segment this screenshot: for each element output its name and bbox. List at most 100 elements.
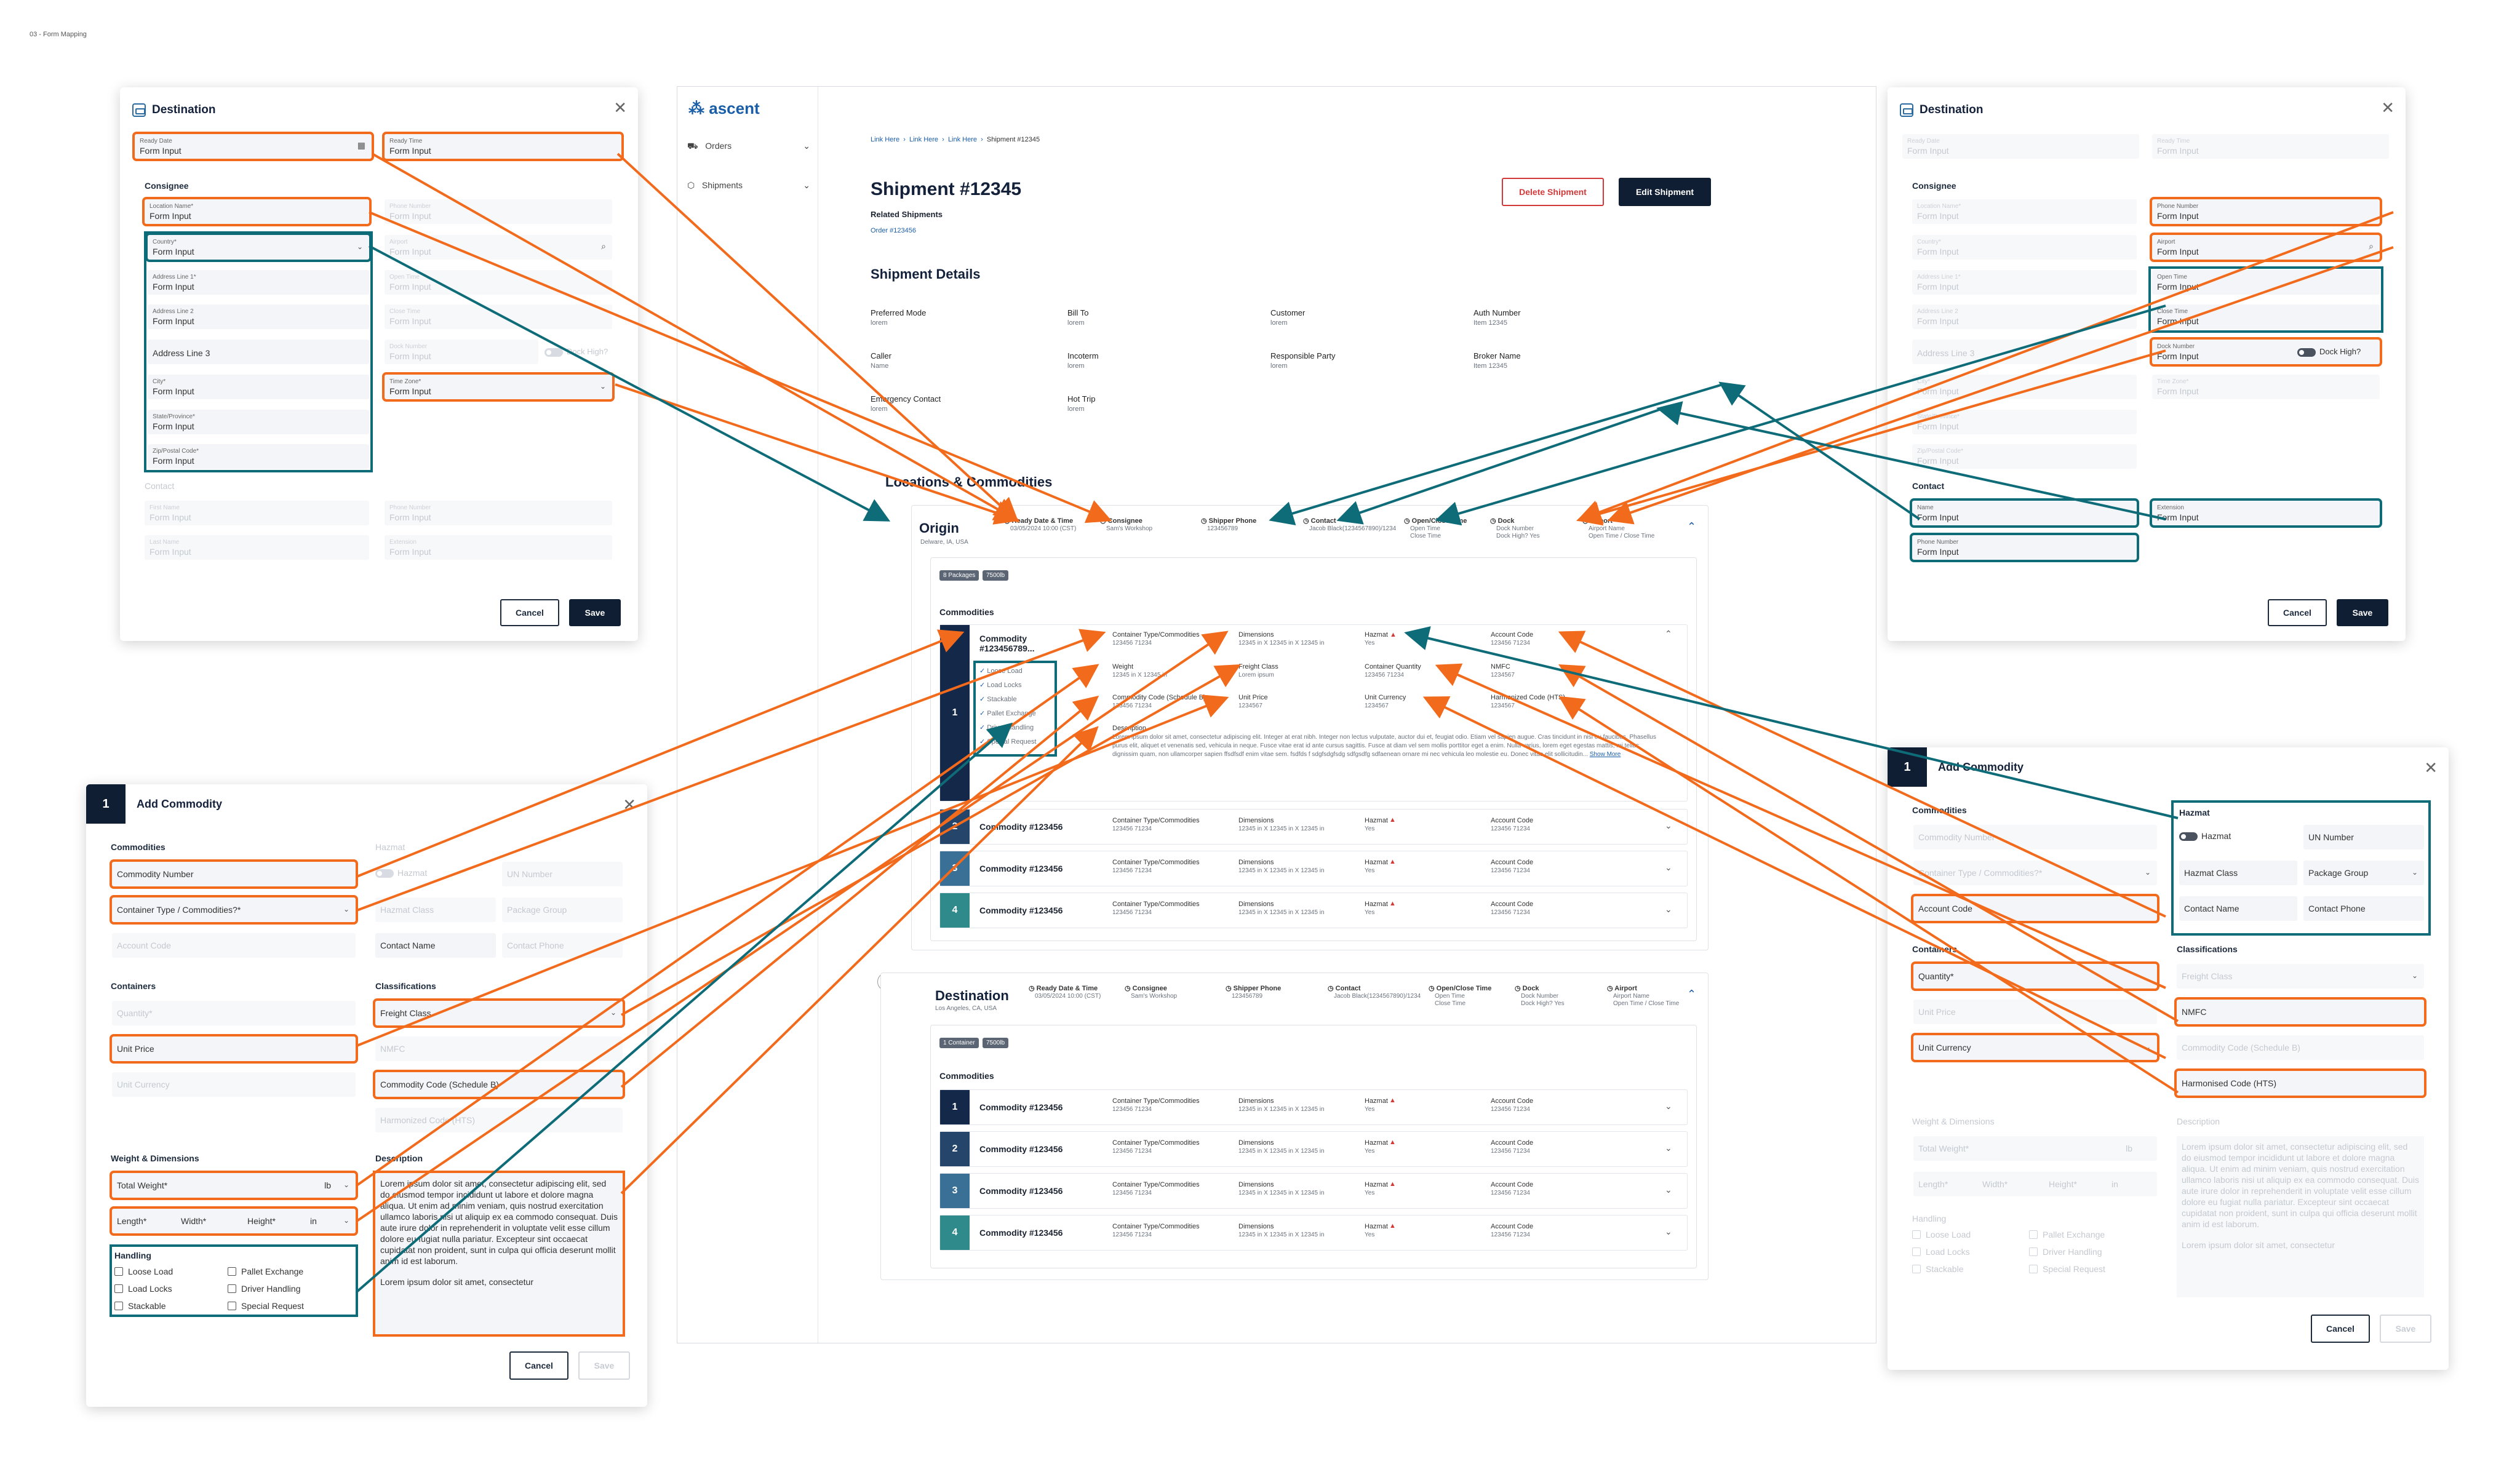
description-field[interactable]: Lorem ipsum dolor sit amet, consectetur … xyxy=(373,1171,625,1337)
loose-load-checkbox[interactable]: Loose Load xyxy=(1912,1230,1971,1239)
driver-handling-checkbox[interactable]: Driver Handling xyxy=(228,1284,300,1294)
nmfc-field[interactable]: NMFC xyxy=(2174,997,2426,1027)
contact-phone-field[interactable]: Contact Phone xyxy=(2303,896,2424,921)
unit-price-field[interactable]: Unit Price xyxy=(1913,1000,2157,1024)
quantity-field[interactable]: Quantity* xyxy=(1911,961,2159,991)
state-field[interactable]: State/Province*Form Input xyxy=(1912,410,2137,434)
dock-high-toggle[interactable]: Dock High? xyxy=(544,347,608,357)
cancel-button[interactable]: Cancel xyxy=(509,1351,568,1380)
collapse-chevron-icon[interactable]: ⌃ xyxy=(1665,629,1672,639)
hazmat-class-field[interactable]: Hazmat Class xyxy=(375,897,496,922)
country-field[interactable]: Country*Form Input⌄ xyxy=(145,233,372,262)
show-more-link[interactable]: Show More xyxy=(1589,751,1621,758)
unit-currency-field[interactable]: Unit Currency⌄ xyxy=(1911,1033,2159,1062)
unit-currency-field[interactable]: Unit Currency xyxy=(112,1072,356,1097)
zip-field[interactable]: Zip/Postal Code*Form Input xyxy=(1912,444,2137,469)
freight-class-field[interactable]: Freight Class⌄ xyxy=(2177,964,2424,989)
commodity-number-field[interactable]: Commodity Number xyxy=(110,859,358,889)
container-type-field[interactable]: Container Type / Commodities?*⌄ xyxy=(110,895,358,925)
address-line-1-field[interactable]: Address Line 1*Form Input xyxy=(1912,270,2137,295)
collapse-chevron-icon[interactable]: ⌃ xyxy=(1687,988,1697,1000)
chevron-down-icon[interactable]: ⌄ xyxy=(1665,821,1672,830)
breadcrumb-link[interactable]: Link Here xyxy=(871,136,900,143)
load-locks-checkbox[interactable]: Load Locks xyxy=(114,1284,172,1294)
container-type-field[interactable]: Container Type / Commodities?*⌄ xyxy=(1913,861,2157,885)
unit-price-field[interactable]: Unit Price xyxy=(110,1034,358,1064)
freight-class-field[interactable]: Freight Class⌄ xyxy=(373,998,625,1028)
contact-name-field[interactable]: Contact Name xyxy=(2179,896,2297,921)
state-field[interactable]: State/Province*Form Input xyxy=(148,410,369,434)
chevron-down-icon[interactable]: ⌄ xyxy=(1665,862,1672,872)
hazmat-toggle[interactable]: Hazmat xyxy=(2179,831,2231,841)
quantity-field[interactable]: Quantity* xyxy=(112,1001,356,1025)
total-weight-field[interactable]: Total Weight*lb xyxy=(1913,1136,2157,1161)
zip-field[interactable]: Zip/Postal Code*Form Input xyxy=(148,444,369,469)
sidebar-item-shipments[interactable]: ⬡ Shipments⌄ xyxy=(687,180,810,190)
chevron-down-icon[interactable]: ⌄ xyxy=(1665,1227,1672,1236)
edit-shipment-button[interactable]: Edit Shipment xyxy=(1619,178,1711,206)
pallet-exchange-checkbox[interactable]: Pallet Exchange xyxy=(228,1267,303,1276)
cancel-button[interactable]: Cancel xyxy=(500,599,559,626)
driver-handling-checkbox[interactable]: Driver Handling xyxy=(2029,1247,2102,1257)
chevron-down-icon[interactable]: ⌄ xyxy=(1665,1143,1672,1153)
commodity-number-field[interactable]: Commodity Number xyxy=(1913,825,2157,849)
hazmat-class-field[interactable]: Hazmat Class xyxy=(2179,861,2297,885)
package-group-field[interactable]: Package Group⌄ xyxy=(2303,861,2424,885)
address-line-3-field[interactable]: Address Line 3 xyxy=(1912,340,2137,364)
commodity-code-field[interactable]: Commodity Code (Schedule B) xyxy=(373,1070,625,1099)
commodity-row-expanded[interactable]: 1 Commodity #123456789... ✓ Loose Load✓ … xyxy=(939,624,1688,802)
dock-high-toggle[interactable]: Dock High? xyxy=(2297,347,2361,357)
load-locks-checkbox[interactable]: Load Locks xyxy=(1912,1247,1970,1257)
close-icon[interactable]: ✕ xyxy=(2381,98,2394,117)
address-line-3-field[interactable]: Address Line 3 xyxy=(148,340,369,364)
total-weight-field[interactable]: Total Weight*lb⌄ xyxy=(110,1171,358,1200)
address-line-1-field[interactable]: Address Line 1*Form Input xyxy=(148,270,369,295)
stackable-checkbox[interactable]: Stackable xyxy=(114,1301,165,1311)
location-name-field[interactable]: Location Name*Form Input xyxy=(142,197,372,226)
city-field[interactable]: City*Form Input xyxy=(1912,375,2137,399)
description-field[interactable]: Lorem ipsum dolor sit amet, consectetur … xyxy=(2177,1136,2424,1297)
location-name-field[interactable]: Location Name*Form Input xyxy=(1912,199,2137,224)
account-code-field[interactable]: Account Code xyxy=(112,933,356,958)
cancel-button[interactable]: Cancel xyxy=(2268,599,2327,626)
save-button[interactable]: Save xyxy=(2337,599,2388,626)
save-button[interactable]: Save xyxy=(569,599,621,626)
contact-phone-field[interactable]: Contact Phone xyxy=(502,933,623,958)
close-icon[interactable]: ✕ xyxy=(2424,758,2438,777)
chevron-down-icon[interactable]: ⌄ xyxy=(1665,1101,1672,1111)
country-field[interactable]: Country*Form Input xyxy=(1912,235,2137,260)
commodity-code-field[interactable]: Commodity Code (Schedule B) xyxy=(2177,1035,2424,1060)
collapse-chevron-icon[interactable]: ⌃ xyxy=(1687,520,1697,533)
time-zone-field[interactable]: Time Zone*Form Input⌄ xyxy=(382,372,615,402)
chevron-down-icon[interactable]: ⌄ xyxy=(1665,904,1672,914)
breadcrumb-link[interactable]: Link Here xyxy=(947,136,978,143)
save-button[interactable]: Save xyxy=(578,1351,630,1380)
special-request-checkbox[interactable]: Special Request xyxy=(2029,1264,2105,1274)
special-request-checkbox[interactable]: Special Request xyxy=(228,1301,304,1311)
chevron-down-icon[interactable]: ⌄ xyxy=(1665,1185,1672,1195)
order-link[interactable]: Order #123456 xyxy=(871,227,916,234)
